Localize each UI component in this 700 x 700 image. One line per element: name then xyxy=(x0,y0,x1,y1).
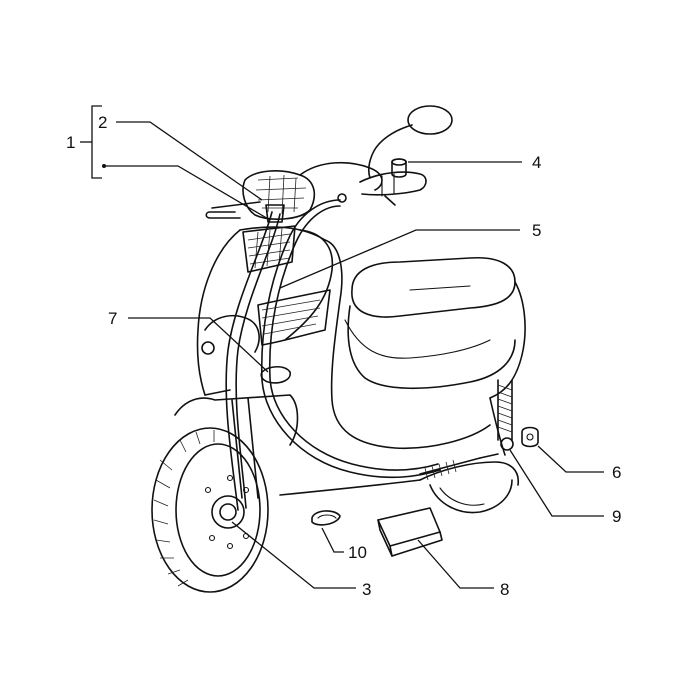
callout-1: 1 xyxy=(66,133,75,152)
leader-3 xyxy=(231,521,356,589)
rear-shock xyxy=(497,379,513,441)
callout-4: 4 xyxy=(532,153,541,172)
callout-9: 9 xyxy=(612,507,621,526)
rear-wheel xyxy=(429,479,513,514)
scooter-rear-body xyxy=(279,239,526,496)
leader-1b xyxy=(104,165,271,221)
front-wheel xyxy=(151,397,269,593)
callout-5: 5 xyxy=(532,221,541,240)
callout-2: 2 xyxy=(98,113,107,132)
callout-8: 8 xyxy=(500,580,509,599)
leader-10 xyxy=(321,527,344,553)
leader-8 xyxy=(417,539,494,589)
cables xyxy=(225,193,499,511)
leader-5 xyxy=(279,229,520,289)
callout-6: 6 xyxy=(612,463,621,482)
mirror xyxy=(367,105,453,179)
callout-3: 3 xyxy=(362,580,371,599)
leader-2 xyxy=(116,121,263,201)
front-shield xyxy=(174,161,427,446)
leader-lines xyxy=(80,105,604,589)
callout-labels: 1 2 3 4 5 6 7 8 9 10 xyxy=(66,113,621,599)
leader-9 xyxy=(509,449,604,517)
small-parts xyxy=(311,158,539,557)
callout-10: 10 xyxy=(348,543,367,562)
leader-7 xyxy=(128,317,269,373)
leader-6 xyxy=(537,445,604,473)
callout-7: 7 xyxy=(108,309,117,328)
